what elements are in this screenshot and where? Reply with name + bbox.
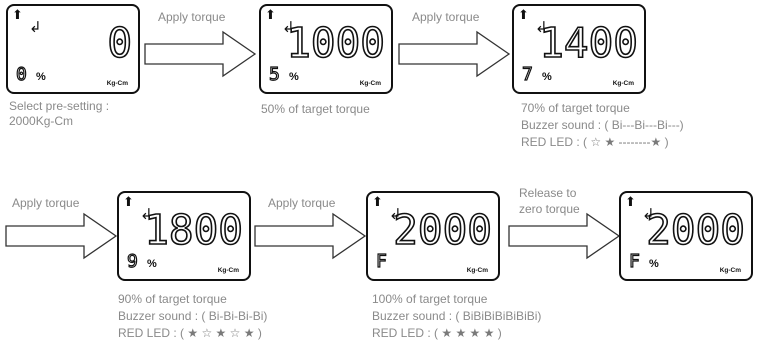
up-arrow-icon: ⬆ (518, 8, 529, 23)
percent-symbol: % (289, 71, 299, 83)
percent-digit: 9 (126, 251, 138, 272)
up-arrow-icon: ⬆ (625, 195, 636, 210)
return-arrow-icon: ↲ (389, 205, 402, 223)
return-arrow-icon: ↲ (642, 205, 655, 223)
return-arrow-icon: ↲ (29, 18, 42, 36)
return-arrow-icon: ↲ (282, 18, 295, 36)
arrow-2 (398, 30, 511, 78)
led-pattern: ★ ★ ★ ★ (441, 326, 495, 340)
torque-reading: 1400 (538, 19, 638, 67)
display-panel-90pct: ⬆ ↲ 1800 9 % Kg-Cm (117, 191, 251, 281)
caption-line: 50% of target torque (261, 102, 370, 116)
caption-line: Buzzer sound : ( Bi-Bi-Bi-Bi) (118, 309, 268, 323)
unit-label: Kg-Cm (217, 266, 239, 274)
percent-digit: 7 (521, 64, 533, 85)
arrow-1 (144, 30, 257, 78)
percent-digit: F (628, 251, 640, 272)
led-line: RED LED : ( ★ ★ ★ ★ ) (372, 325, 541, 342)
led-prefix: RED LED : ( (372, 326, 439, 340)
caption-line: 70% of target torque (521, 101, 630, 115)
caption-line: Buzzer sound : ( BiBiBiBiBiBiBi) (372, 309, 542, 323)
percent-symbol: % (147, 258, 157, 270)
display-panel-50pct: ⬆ ↲ 1000 5 % Kg-Cm (259, 4, 393, 94)
percent-digit: 0 (15, 64, 27, 85)
torque-reading: 1800 (143, 206, 243, 254)
caption-line: Select pre-setting : (9, 99, 110, 113)
torque-reading: 0 (107, 19, 133, 67)
caption-preset: Select pre-setting : 2000Kg-Cm (9, 99, 109, 129)
led-suffix: ) (497, 326, 502, 340)
led-line: RED LED : ( ☆ ★ --------★ ) (521, 134, 684, 151)
unit-label: Kg-Cm (466, 266, 488, 274)
display-panel-release: ⬆ ↲ 2000 F % Kg-Cm (619, 191, 753, 281)
unit-label: Kg-Cm (106, 79, 128, 87)
caption-line: 90% of target torque (118, 292, 227, 306)
arrow-5 (508, 212, 621, 260)
led-prefix: RED LED : ( (118, 326, 185, 340)
return-arrow-icon: ↲ (535, 18, 548, 36)
percent-digit: F (375, 251, 387, 272)
unit-label: Kg-Cm (612, 79, 634, 87)
arrow-3 (5, 212, 118, 260)
percent-symbol: % (542, 71, 552, 83)
caption-line: 100% of target torque (372, 292, 488, 306)
arrow-label-line: zero torque (519, 202, 580, 216)
caption-90pct: 90% of target torque Buzzer sound : ( Bi… (118, 291, 267, 342)
arrow-label-release: Release to zero torque (519, 185, 580, 217)
percent-symbol: % (649, 258, 659, 270)
display-panel-preset: ⬆ ↲ 0 0 % Kg-Cm (6, 4, 140, 94)
caption-50pct: 50% of target torque (261, 102, 370, 117)
caption-line: 2000Kg-Cm (9, 114, 74, 128)
up-arrow-icon: ⬆ (265, 8, 276, 23)
led-pattern: ★ ☆ ★ ☆ ★ (187, 326, 255, 340)
arrow-label-apply-torque-4: Apply torque (268, 196, 336, 210)
caption-100pct: 100% of target torque Buzzer sound : ( B… (372, 291, 541, 342)
arrow-label-apply-torque-2: Apply torque (412, 10, 480, 24)
led-suffix: ) (664, 135, 669, 149)
led-prefix: RED LED : ( (521, 135, 588, 149)
torque-reading: 2000 (645, 206, 745, 254)
led-suffix: ) (257, 326, 262, 340)
torque-reading: 2000 (392, 206, 492, 254)
arrow-label-apply-torque-3: Apply torque (12, 196, 80, 210)
display-panel-70pct: ⬆ ↲ 1400 7 % Kg-Cm (512, 4, 646, 94)
arrow-label-line: Release to (519, 186, 577, 200)
up-arrow-icon: ⬆ (12, 8, 23, 23)
percent-digit: 5 (268, 64, 280, 85)
torque-reading: 1000 (285, 19, 385, 67)
percent-symbol: % (36, 71, 46, 83)
up-arrow-icon: ⬆ (123, 195, 134, 210)
caption-70pct: 70% of target torque Buzzer sound : ( Bi… (521, 100, 684, 151)
arrow-4 (254, 212, 367, 260)
display-panel-100pct: ⬆ ↲ 2000 F Kg-Cm (366, 191, 500, 281)
led-pattern: ☆ ★ --------★ (590, 135, 662, 149)
return-arrow-icon: ↲ (140, 205, 153, 223)
unit-label: Kg-Cm (359, 79, 381, 87)
caption-line: Buzzer sound : ( Bi---Bi---Bi---) (521, 118, 684, 132)
unit-label: Kg-Cm (719, 266, 741, 274)
led-line: RED LED : ( ★ ☆ ★ ☆ ★ ) (118, 325, 267, 342)
up-arrow-icon: ⬆ (372, 195, 383, 210)
arrow-label-apply-torque-1: Apply torque (158, 10, 226, 24)
